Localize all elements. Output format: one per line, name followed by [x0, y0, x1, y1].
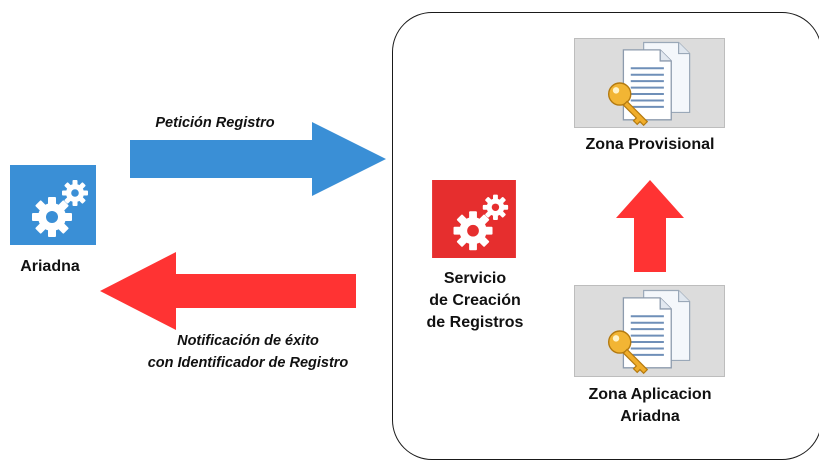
service-label-line1: Servicio	[443, 270, 507, 287]
up-arrow	[616, 180, 684, 272]
ariadna-gears-icon	[10, 165, 96, 245]
zona-aplicacion-label-line2: Ariadna	[620, 408, 680, 425]
service-label-line2: de Creación	[429, 292, 521, 309]
zona-provisional-tile	[574, 38, 725, 128]
zona-aplicacion-tile	[574, 285, 725, 377]
documents-key-icon	[607, 289, 691, 375]
zona-aplicacion-label-line1: Zona Aplicacion	[588, 386, 712, 403]
service-label-line3: de Registros	[426, 314, 524, 331]
response-arrow	[100, 252, 356, 330]
ariadna-label: Ariadna	[20, 258, 80, 275]
zona-provisional-label: Zona Provisional	[585, 136, 715, 153]
request-arrow-label: Petición Registro	[155, 115, 275, 131]
documents-key-icon	[607, 41, 691, 127]
request-arrow	[130, 122, 386, 196]
response-arrow-label-line2: con Identificador de Registro	[147, 355, 349, 371]
response-arrow-label-line1: Notificación de éxito	[177, 333, 319, 349]
service-gears-icon	[432, 180, 516, 258]
